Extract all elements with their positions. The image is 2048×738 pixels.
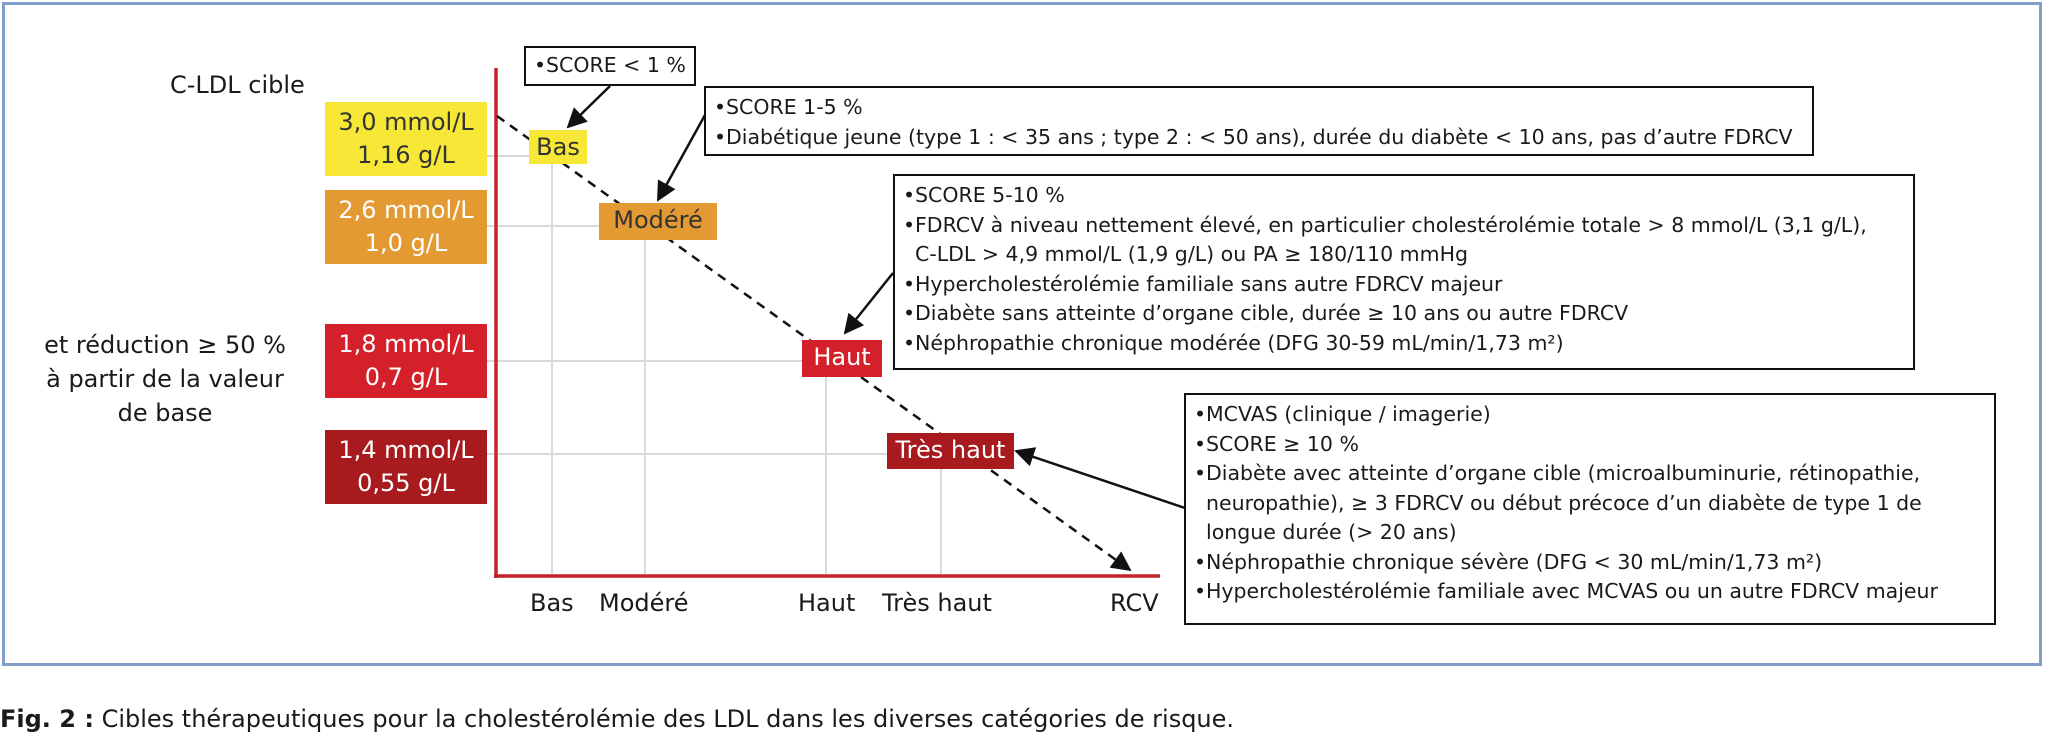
target-box-bas: 3,0 mmol/L 1,16 g/L bbox=[325, 102, 487, 176]
target-mmol: 2,6 mmol/L bbox=[338, 196, 474, 224]
y-axis-title: C-LDL cible bbox=[170, 71, 305, 99]
criteria-item: FDRCV à niveau nettement élevé, en parti… bbox=[895, 211, 1913, 270]
criteria-box-modere: SCORE 1-5 % Diabétique jeune (type 1 : <… bbox=[704, 86, 1814, 156]
criteria-item: Diabète sans atteinte d’organe cible, du… bbox=[895, 299, 1913, 329]
arrow-tres-haut bbox=[1014, 447, 1186, 510]
criteria-item: SCORE 5-10 % bbox=[895, 181, 1913, 211]
criteria-item: SCORE < 1 % bbox=[526, 51, 694, 81]
arrow-modere bbox=[656, 114, 707, 202]
x-axis-end-label: RCV bbox=[1110, 589, 1159, 617]
x-tick-bas: Bas bbox=[530, 589, 574, 617]
criteria-box-tres-haut: MCVAS (clinique / imagerie) SCORE ≥ 10 %… bbox=[1184, 393, 1996, 625]
target-gl: 1,16 g/L bbox=[357, 141, 455, 169]
caption-text: Cibles thérapeutiques pour la cholestéro… bbox=[93, 705, 1235, 733]
figure-frame bbox=[2, 2, 2042, 666]
criteria-item: Néphropathie chronique sévère (DFG < 30 … bbox=[1186, 548, 1994, 578]
category-label-tres-haut: Très haut bbox=[887, 433, 1014, 469]
category-label-haut: Haut bbox=[802, 340, 882, 377]
y-axis-note-line: de base bbox=[117, 399, 213, 427]
category-label-modere: Modéré bbox=[599, 203, 717, 240]
criteria-item: SCORE ≥ 10 % bbox=[1186, 430, 1994, 460]
target-mmol: 1,8 mmol/L bbox=[338, 330, 474, 358]
target-mmol: 1,4 mmol/L bbox=[338, 436, 474, 464]
target-box-tres-haut: 1,4 mmol/L 0,55 g/L bbox=[325, 430, 487, 504]
arrow-bas bbox=[566, 85, 611, 129]
criteria-item: Diabétique jeune (type 1 : < 35 ans ; ty… bbox=[706, 123, 1812, 153]
criteria-item: SCORE 1-5 % bbox=[706, 93, 1812, 123]
criteria-box-bas: SCORE < 1 % bbox=[524, 46, 696, 86]
target-box-modere: 2,6 mmol/L 1,0 g/L bbox=[325, 190, 487, 264]
x-tick-modere: Modéré bbox=[599, 589, 689, 617]
criteria-list: SCORE < 1 % bbox=[526, 51, 694, 81]
criteria-item: Hypercholestérolémie familiale avec MCVA… bbox=[1186, 577, 1994, 607]
x-tick-tres-haut: Très haut bbox=[882, 589, 992, 617]
criteria-item: Néphropathie chronique modérée (DFG 30-5… bbox=[895, 329, 1913, 359]
figure-caption: Fig. 2 : Cibles thérapeutiques pour la c… bbox=[0, 704, 1234, 734]
criteria-item: Hypercholestérolémie familiale sans autr… bbox=[895, 270, 1913, 300]
target-gl: 0,55 g/L bbox=[357, 469, 455, 497]
criteria-box-haut: SCORE 5-10 % FDRCV à niveau nettement él… bbox=[893, 174, 1915, 370]
x-tick-haut: Haut bbox=[798, 589, 856, 617]
criteria-list: MCVAS (clinique / imagerie) SCORE ≥ 10 %… bbox=[1186, 400, 1994, 607]
grid-lines bbox=[487, 155, 942, 576]
criteria-item: MCVAS (clinique / imagerie) bbox=[1186, 400, 1994, 430]
caption-label: Fig. 2 : bbox=[0, 705, 94, 733]
criteria-list: SCORE 1-5 % Diabétique jeune (type 1 : <… bbox=[706, 93, 1812, 152]
target-box-haut: 1,8 mmol/L 0,7 g/L bbox=[325, 324, 487, 398]
arrow-haut bbox=[843, 272, 894, 335]
category-label-bas: Bas bbox=[529, 130, 587, 164]
criteria-list: SCORE 5-10 % FDRCV à niveau nettement él… bbox=[895, 181, 1913, 358]
y-axis-note: et réduction ≥ 50 % à partir de la valeu… bbox=[30, 328, 300, 430]
criteria-item: Diabète avec atteinte d’organe cible (mi… bbox=[1186, 459, 1994, 548]
target-gl: 0,7 g/L bbox=[364, 363, 448, 391]
y-axis-note-line: à partir de la valeur bbox=[46, 365, 284, 393]
target-mmol: 3,0 mmol/L bbox=[338, 108, 474, 136]
target-gl: 1,0 g/L bbox=[364, 229, 448, 257]
y-axis-note-line: et réduction ≥ 50 % bbox=[44, 331, 286, 359]
